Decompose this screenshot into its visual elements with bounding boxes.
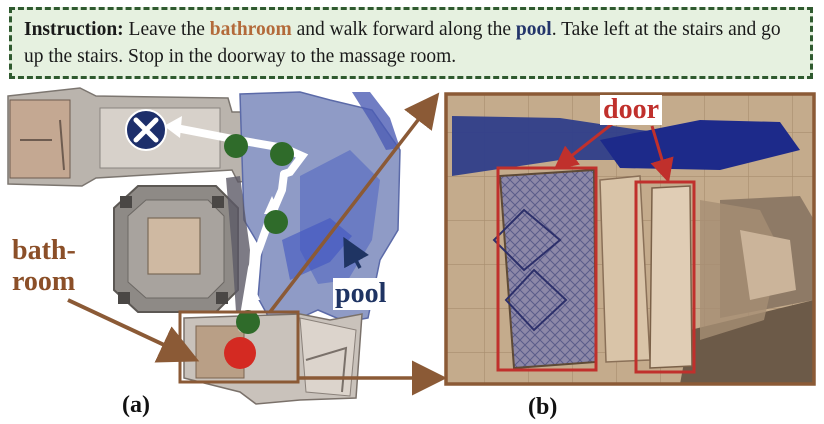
door-label: door [600,95,662,125]
instruction-keyword-pool: pool [515,19,552,40]
instruction-text-1: Leave the [128,19,205,40]
waypoint-marker [270,142,294,166]
bathroom-label-text: bath- room [12,235,76,297]
instruction-box: Instruction: Leave the bathroom and walk… [9,7,813,79]
map-panel-a [7,87,401,405]
path-arrowhead-icon [164,116,182,138]
bathroom-label: bath- room [10,235,78,297]
instruction-keyword-bathroom: bathroom [209,19,292,40]
door-pointer-arrow [650,125,674,183]
pool-label: pool [333,278,389,310]
door-highlight-left [496,166,598,372]
instruction-label: Instruction: [24,19,124,40]
zoom-highlight-box [178,310,300,384]
waypoint-marker [264,210,288,234]
doorway-frame [649,185,693,369]
waypoint-marker [236,310,260,334]
instruction-text-2: and walk forward along the [296,19,512,40]
zoom-panel-b [444,92,816,386]
panel-a-caption: (a) [122,392,150,418]
zoom-panel-border [444,92,816,386]
start-marker [224,337,256,369]
pool-pointer-arrow [343,236,369,269]
bathroom-pointer-arrow [67,298,200,363]
door-pointer-arrow [553,122,613,170]
waypoint-marker [224,134,248,158]
goal-x-icon [125,109,167,151]
instruction-text-3: . Take left at the stairs and go up the … [24,19,781,67]
zoom-connector-top [268,92,440,314]
tapestry-door [498,168,598,370]
panel-b-caption: (b) [528,394,558,420]
